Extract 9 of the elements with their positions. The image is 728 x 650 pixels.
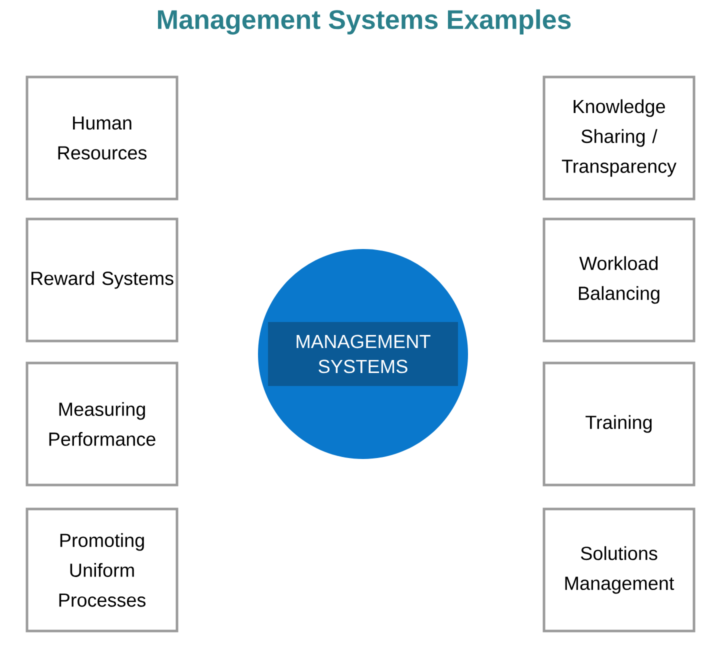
category-box: Knowledge Sharing / Transparency (542, 76, 696, 200)
category-box: Measuring Performance (26, 362, 178, 486)
title: Management Systems Examples (158, 9, 571, 35)
category-box: Reward Systems (26, 218, 178, 342)
category-box: Training (542, 362, 696, 486)
category-box: Promoting Uniform Processes (26, 508, 178, 632)
category-box: Human Resources (26, 76, 178, 200)
category-box: Solutions Management (542, 508, 696, 632)
category-box: Workload Balancing (542, 218, 696, 342)
